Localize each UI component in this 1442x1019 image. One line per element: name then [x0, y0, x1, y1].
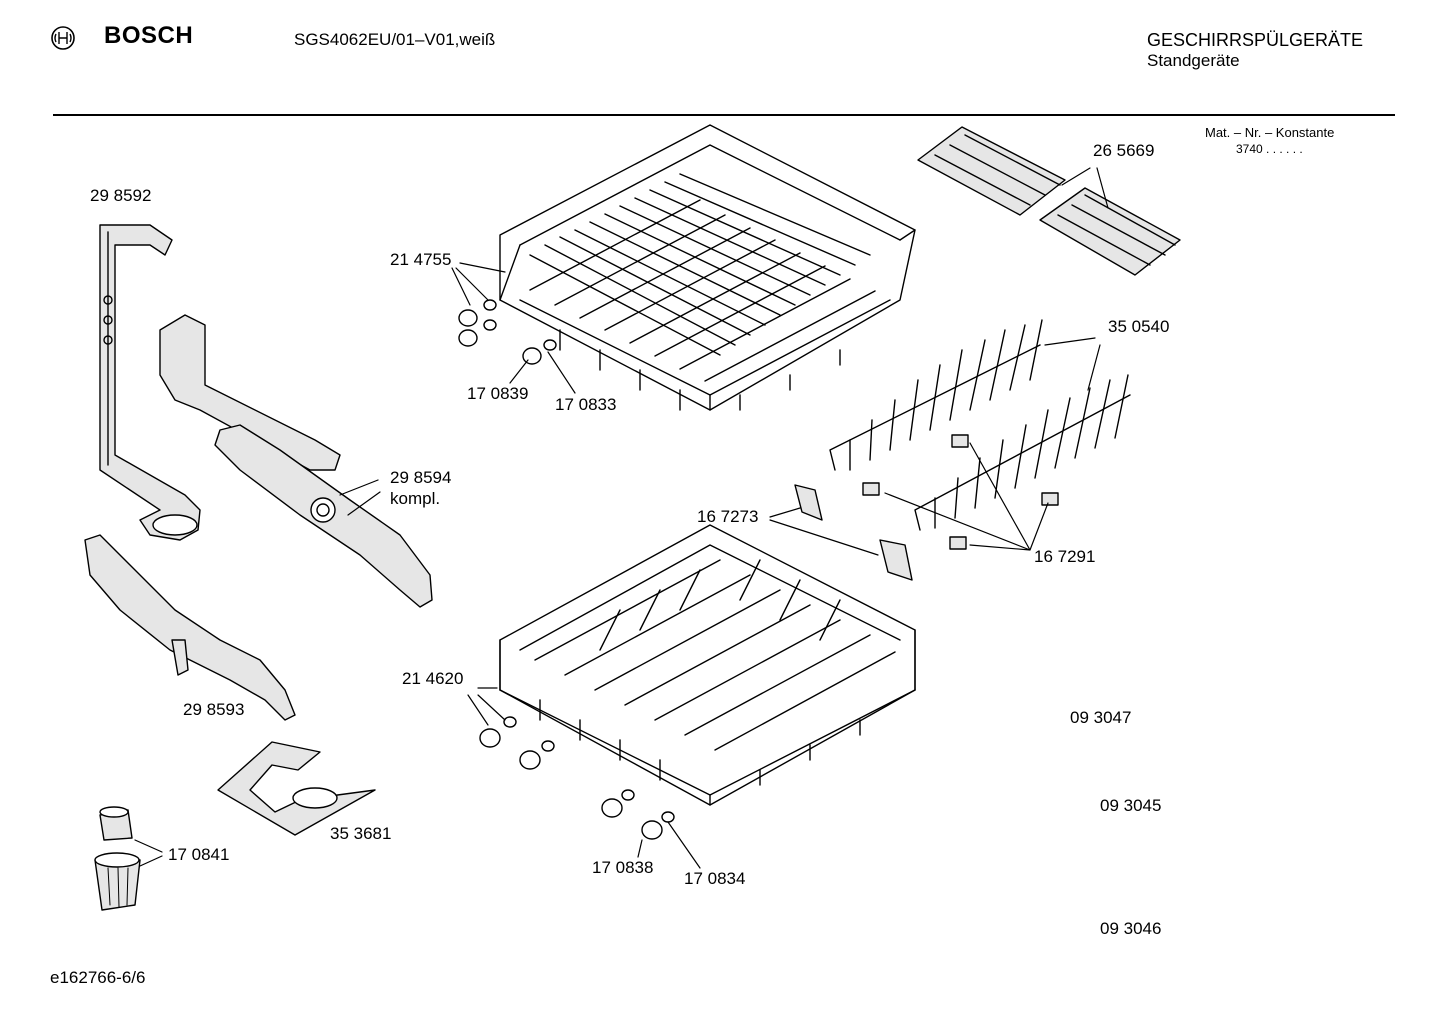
document-id: e162766-6/6	[50, 968, 146, 987]
spray-arm-upper	[159, 314, 433, 608]
spray-pipe-upper	[99, 224, 201, 541]
category-title: GESCHIRRSPÜLGERÄTE	[1147, 30, 1364, 50]
part-label-265669: 26 5669	[1093, 141, 1155, 160]
part-label-170838: 17 0838	[592, 858, 654, 877]
part-label-350540: 35 0540	[1108, 317, 1170, 336]
spray-arm-lower	[84, 534, 296, 721]
part-label-170839: 17 0839	[467, 384, 529, 403]
part-label-353681: 35 3681	[330, 824, 392, 843]
part-label-298594-note: kompl.	[390, 489, 441, 508]
bosch-armature-icon	[51, 26, 75, 50]
part-label-167291: 16 7291	[1034, 547, 1096, 566]
part-label-093045: 09 3045	[1100, 796, 1162, 815]
part-label-170834: 17 0834	[684, 869, 746, 888]
constant-label: Mat. – Nr. – Konstante	[1205, 125, 1335, 140]
part-label-093046: 09 3046	[1100, 919, 1162, 938]
cup-racks	[917, 126, 1181, 276]
clips	[794, 434, 1059, 581]
part-label-170841: 17 0841	[168, 845, 230, 864]
plate-racks	[829, 319, 1131, 531]
constant-value: 3740 . . . . . .	[1236, 142, 1303, 156]
filter-cylinder	[94, 806, 141, 911]
upper-basket-rollers	[458, 299, 557, 365]
part-label-214620: 21 4620	[402, 669, 464, 688]
header-rule	[53, 114, 1395, 116]
part-label-214755: 21 4755	[390, 250, 452, 269]
part-label-170833: 17 0833	[555, 395, 617, 414]
model-number: SGS4062EU/01–V01,weiß	[294, 30, 496, 49]
leader-lines	[134, 167, 1109, 869]
part-label-298592: 29 8592	[90, 186, 152, 205]
part-label-298593: 29 8593	[183, 700, 245, 719]
brand-name: BOSCH	[104, 22, 194, 49]
upper-basket	[499, 124, 916, 411]
part-label-298594: 29 8594	[390, 468, 452, 487]
sieve-plate	[217, 741, 376, 836]
part-label-093047: 09 3047	[1070, 708, 1132, 727]
part-label-167273: 16 7273	[697, 507, 759, 526]
lower-basket	[499, 524, 916, 806]
lower-basket-rollers	[479, 716, 675, 840]
subcategory-title: Standgeräte	[1147, 51, 1240, 70]
